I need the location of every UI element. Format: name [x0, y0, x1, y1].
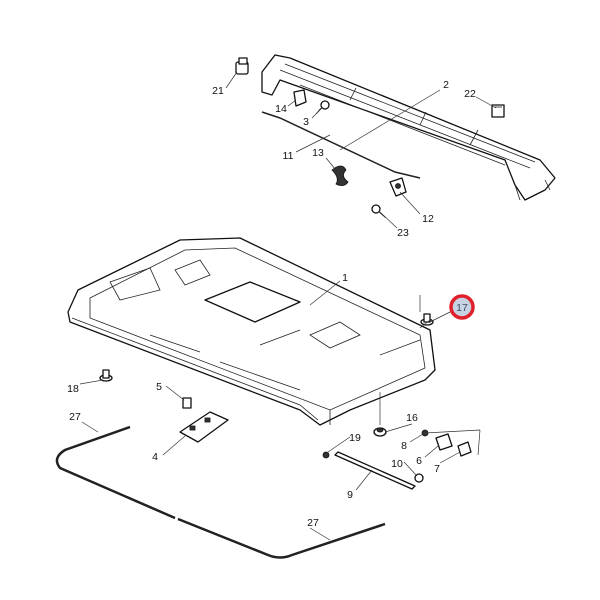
callout-27-lower[interactable]: 27: [307, 517, 319, 529]
callout-21[interactable]: 21: [212, 85, 224, 97]
callout-16[interactable]: 16: [406, 412, 418, 424]
callout-13[interactable]: 13: [312, 147, 324, 159]
callout-22[interactable]: 22: [464, 88, 476, 100]
callout-2[interactable]: 2: [443, 79, 449, 91]
callout-1[interactable]: 1: [342, 272, 348, 284]
grommet-part-16[interactable]: [373, 427, 387, 437]
callout-5[interactable]: 5: [156, 381, 162, 393]
leader-lines: [79, 71, 497, 541]
callout-7[interactable]: 7: [434, 463, 440, 475]
callout-19[interactable]: 19: [349, 432, 361, 444]
callout-labels: 21 2 22 14 3 11 13 12 23 1 17 18 5 16 19…: [67, 79, 476, 529]
cover-part-7[interactable]: [457, 441, 472, 457]
fastener-part-18[interactable]: [99, 369, 113, 382]
clip-part-12[interactable]: [389, 177, 407, 197]
callout-8[interactable]: 8: [401, 440, 407, 452]
callout-17-highlight[interactable]: 17: [449, 294, 475, 320]
callout-3[interactable]: 3: [303, 116, 309, 128]
clip-part-21[interactable]: [235, 57, 249, 75]
cover-part-6[interactable]: [435, 433, 453, 451]
callout-12[interactable]: 12: [422, 213, 434, 225]
callout-17[interactable]: 17: [456, 302, 468, 314]
module-part-4[interactable]: [179, 411, 229, 443]
clip-part-13[interactable]: [331, 165, 349, 186]
fastener-part-17[interactable]: [420, 313, 434, 326]
callout-18[interactable]: 18: [67, 383, 79, 395]
bracket-part-22[interactable]: [491, 104, 505, 118]
callout-6[interactable]: 6: [416, 455, 422, 467]
callout-27-upper[interactable]: 27: [69, 411, 81, 423]
callout-4[interactable]: 4: [152, 451, 158, 463]
callout-9[interactable]: 9: [347, 489, 353, 501]
connector-part-5[interactable]: [182, 397, 192, 409]
rod-part-11[interactable]: [261, 111, 421, 179]
callout-14[interactable]: 14: [275, 103, 287, 115]
tray-part-1[interactable]: [67, 237, 436, 426]
callout-10[interactable]: 10: [391, 458, 403, 470]
screw-part-19[interactable]: [322, 451, 330, 459]
seal-part-27[interactable]: [55, 425, 386, 559]
bracket-part-14[interactable]: [293, 89, 307, 107]
callout-11[interactable]: 11: [283, 150, 294, 162]
strip-part-9[interactable]: [334, 451, 416, 490]
callout-23[interactable]: 23: [397, 227, 409, 239]
rail-part-2[interactable]: [261, 54, 556, 201]
